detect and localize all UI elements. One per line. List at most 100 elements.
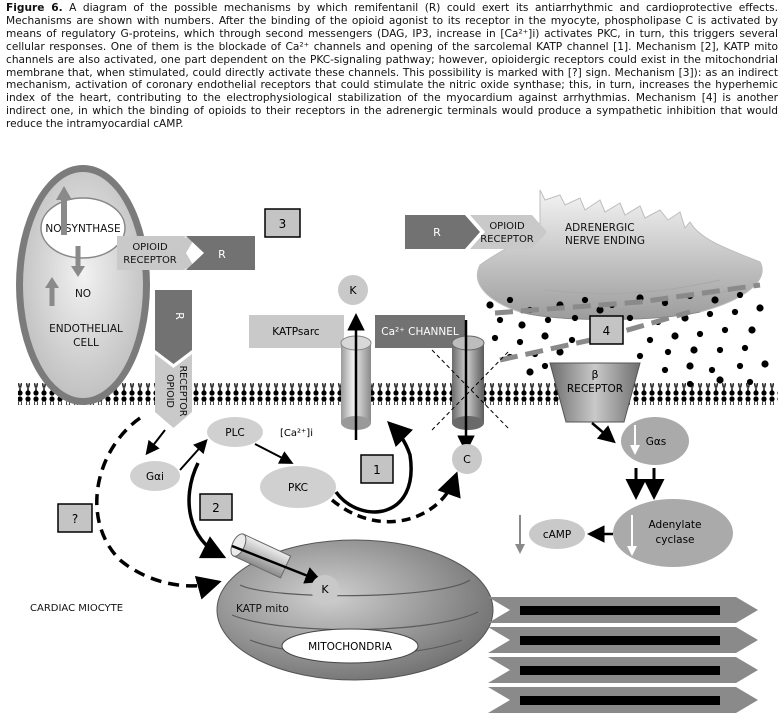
beta-label: β — [591, 368, 598, 381]
plc-label: PLC — [225, 427, 245, 439]
adenylate-cyclase-node: Adenylate cyclase — [613, 499, 733, 567]
no-label: NO — [75, 288, 91, 300]
c-label: C — [463, 453, 471, 466]
vesicle-dot — [736, 362, 744, 370]
receptor-opioid-label: OPIOID — [132, 242, 168, 253]
receptor-receptor-label: RECEPTOR — [123, 255, 177, 266]
figure-label: Figure 6. — [6, 2, 63, 14]
figure-caption: Figure 6. A diagram of the possible mech… — [6, 2, 778, 131]
myofilament-bar — [520, 606, 720, 615]
myocyte-opioid-receptor: R OPIOID RECEPTOR — [155, 290, 192, 428]
cell-membrane — [18, 383, 778, 405]
endothelial-opioid-receptor: OPIOID RECEPTOR R — [117, 236, 255, 270]
mechanism-2-label: 2 — [212, 501, 220, 515]
vesicle-dot — [708, 366, 716, 374]
vesicle-dot — [541, 332, 549, 340]
mitochondria: MITOCHONDRIA — [216, 539, 494, 681]
pkc-to-katp-mito-arrow — [187, 462, 227, 559]
inhibition-line-lower — [499, 309, 691, 363]
vesicle-dot — [721, 326, 729, 334]
vesicle-dot — [568, 336, 576, 344]
vesicle-dot — [696, 330, 704, 338]
r-ligand-vertical — [155, 290, 192, 364]
vesicle-dot — [544, 316, 552, 324]
vesicle-dot — [716, 346, 724, 354]
gas-node: Gαs — [621, 417, 689, 465]
vesicle-dot — [711, 296, 719, 304]
down-arrow-icon — [627, 546, 637, 556]
myofibrils — [488, 597, 758, 713]
k-label-top: K — [349, 284, 357, 297]
camp-node: cAMP — [515, 515, 585, 554]
vesicle-dot — [746, 378, 754, 386]
ca-channel-box: Ca²⁺ CHANNEL — [375, 315, 465, 348]
vesicle-dot — [541, 362, 549, 370]
k-label-mito: K — [321, 583, 329, 596]
beta-receptor-label: RECEPTOR — [567, 383, 623, 395]
adrenergic-nerve-ending: ADRENERGIC NERVE ENDING — [477, 189, 763, 320]
caption-text: A diagram of the possible mechanisms by … — [6, 2, 778, 131]
vesicle-dot — [596, 306, 604, 314]
vesicle-dot — [661, 366, 669, 374]
vesicle-dot — [581, 296, 589, 304]
mitochondria-label: MITOCHONDRIA — [308, 641, 393, 653]
katp-sarc-label: KATPsarc — [272, 326, 320, 338]
ca-i-label: [Ca²⁺]i — [280, 428, 313, 439]
gai-label: Gαi — [146, 471, 164, 483]
beta-to-gas-arrow — [591, 422, 616, 444]
endothelial-label: ENDOTHELIAL — [49, 323, 123, 335]
mechanism-question-box: ? — [57, 503, 93, 533]
r-label-nerve: R — [433, 226, 441, 239]
k-ion-top: K — [338, 275, 368, 305]
mechanism-4-box: 4 — [589, 315, 624, 345]
gai-node: Gαi — [130, 461, 180, 491]
cyclase-label: cyclase — [655, 534, 694, 546]
vesicle-dot — [731, 308, 739, 316]
vesicle-dot — [690, 346, 698, 354]
ca-channel-cylinder — [431, 335, 511, 431]
vesicle-dot — [736, 291, 744, 299]
vesicle-dot — [661, 299, 669, 307]
nerve-opioid-receptor: R OPIOID RECEPTOR — [405, 215, 547, 249]
receptor-opioid-vertical: OPIOID — [164, 374, 175, 408]
nerve-receptor-receptor: RECEPTOR — [480, 234, 534, 245]
vesicle-dot — [486, 301, 494, 309]
vesicle-dot — [748, 326, 756, 334]
vesicle-dot — [741, 344, 749, 352]
no-synthase-label: NO SYNTHASE — [45, 223, 120, 235]
vesicle-dot — [571, 314, 579, 322]
pkc-to-katp-arrow — [334, 421, 414, 514]
plc-to-pkc-arrow — [254, 443, 294, 464]
mechanism-1-box: 1 — [360, 454, 394, 484]
receptor-receptor-vertical: RECEPTOR — [177, 366, 188, 417]
down-arrow-icon — [515, 544, 525, 554]
myofilament-bar — [520, 696, 720, 705]
pkc-label: PKC — [288, 482, 308, 494]
pkc-node: PKC — [260, 466, 336, 508]
k-ion-mito: K — [311, 575, 339, 603]
vesicle-dot — [506, 296, 514, 304]
mechanism-2-box: 2 — [199, 493, 233, 521]
vesicle-dot — [664, 348, 672, 356]
gai-to-plc-arrow — [179, 439, 208, 471]
myofilament-bar — [520, 636, 720, 645]
nerve-receptor-opioid: OPIOID — [489, 221, 525, 232]
nerve-ending-label: NERVE ENDING — [565, 235, 645, 247]
direct-mito-receptor-arrow — [95, 416, 222, 600]
down-arrow-icon — [71, 266, 85, 277]
vesicle-dot — [756, 304, 764, 312]
receptor-to-gai-arrow — [145, 429, 166, 456]
vesicle-dot — [646, 336, 654, 344]
vesicle-dot — [761, 360, 769, 368]
vesicle-dot — [491, 334, 499, 342]
gas-label: Gαs — [646, 436, 667, 448]
vesicle-dot — [686, 362, 694, 370]
vesicle-dot — [636, 352, 644, 360]
vesicle-dot — [518, 321, 526, 329]
vesicle-dot — [496, 316, 504, 324]
ca-channel-label: Ca²⁺ CHANNEL — [381, 326, 459, 338]
mechanism-4-label: 4 — [603, 324, 611, 338]
vesicle-dot — [516, 338, 524, 346]
vesicle-dot — [706, 310, 714, 318]
